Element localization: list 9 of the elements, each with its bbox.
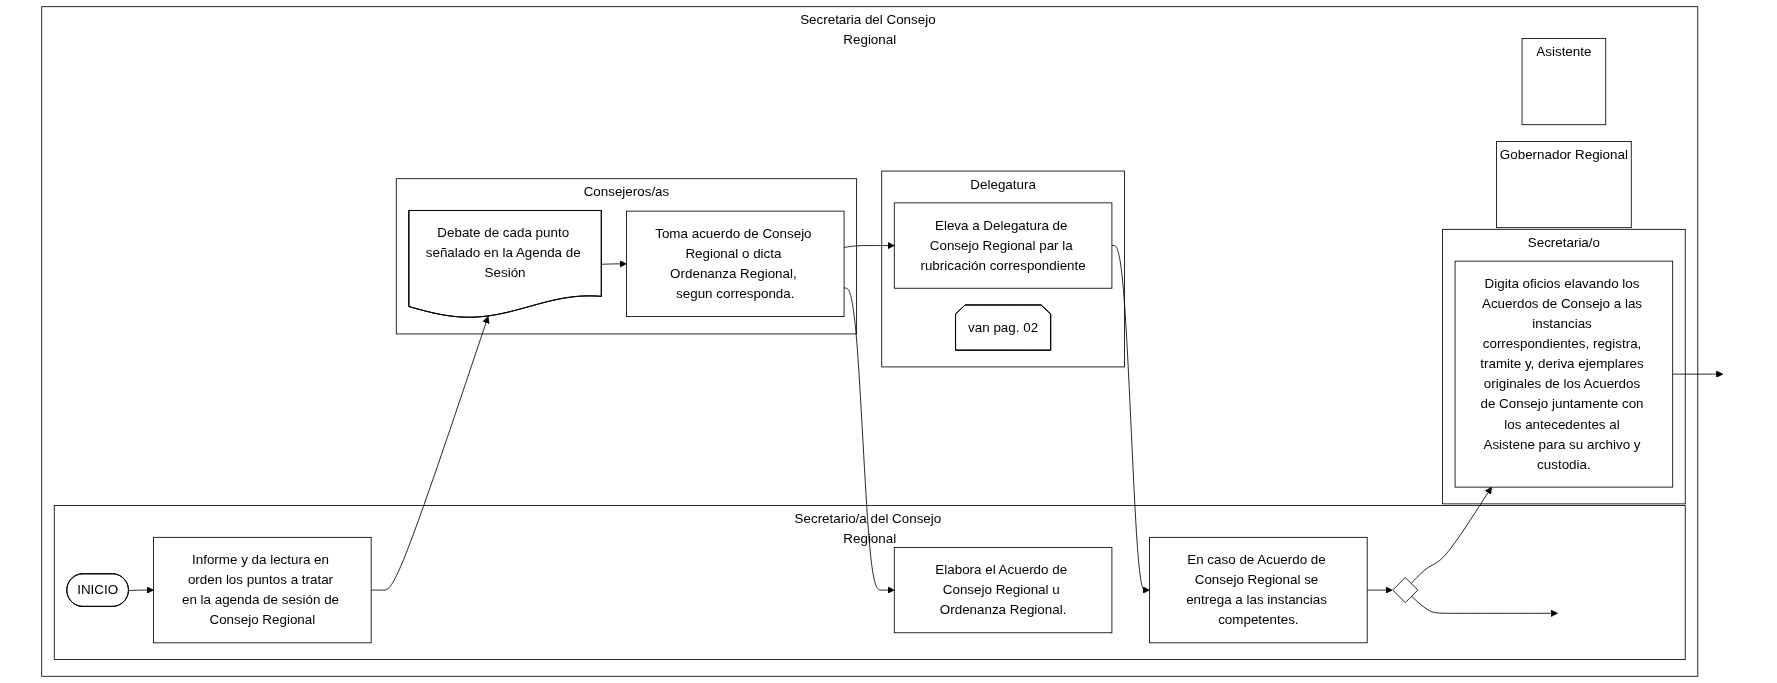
node-box: En caso de Acuerdo de Consejo Regional se entrega a las instancias competentes. (1149, 536, 1368, 644)
node-box: Asistente (1521, 38, 1607, 126)
node-diamond (1392, 577, 1419, 604)
node-box: Gobernador Regional (1496, 141, 1632, 229)
node-box: Elabora el Acuerdo de Consejo Regional u Ordenanza Regional. (893, 546, 1113, 634)
node-box: Informe y da lectura en orden los puntos a tratar en la agenda de sesión de Consejo Regional (153, 536, 372, 644)
node-box: Eleva a Delegatura de Consejo Regional par la rubricación correspondiente (893, 202, 1113, 289)
node-box: Digita oficios elavando los Acuerdos de Consejo a las instancias correspondientes, registra, tramite y, deriva ejemplares originales de los Acuerdos de Consejo juntamente con los antecedentes al Asistene para su archivo y custodia. (1454, 260, 1673, 488)
node-box: Toma acuerdo de Consejo Regional o dicta Ordenanza Regional, segun corresponda. (625, 210, 845, 317)
